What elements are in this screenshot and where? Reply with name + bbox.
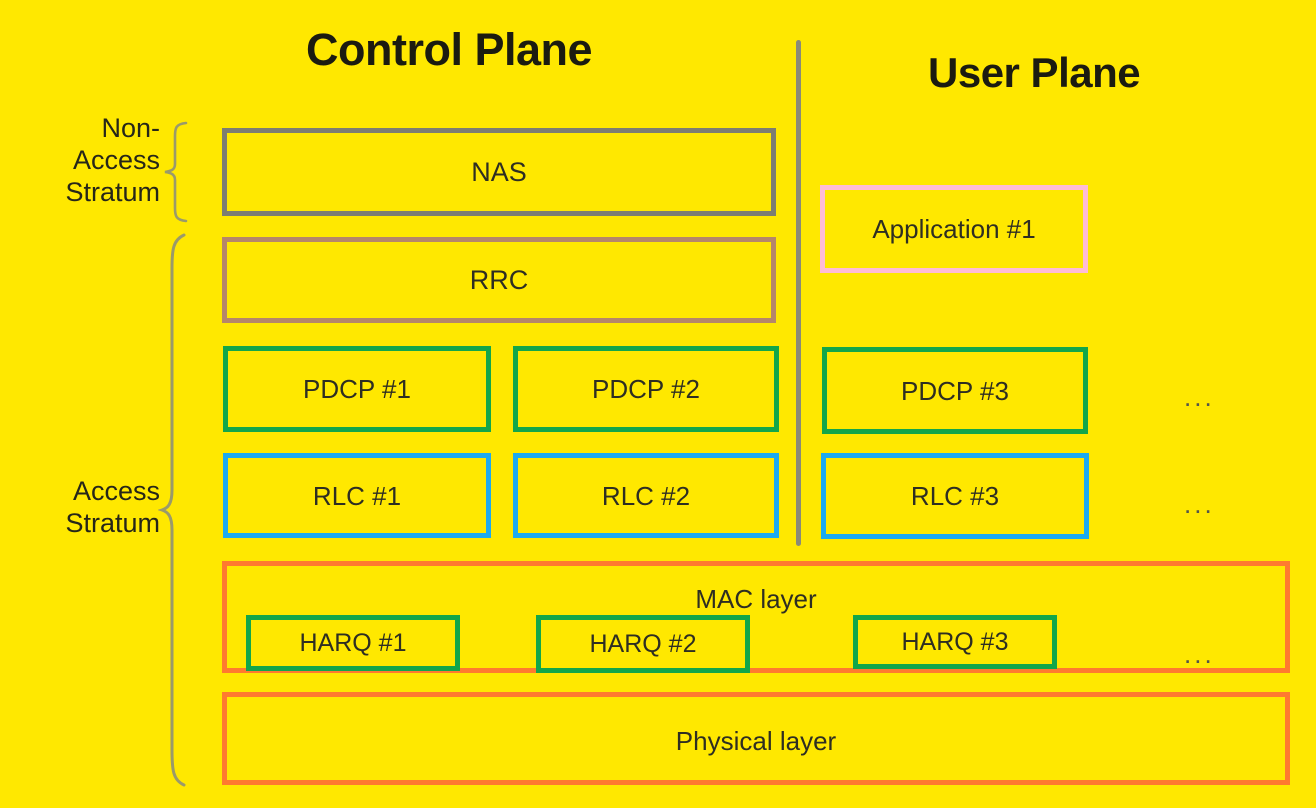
box-pdcp-1-label: PDCP #1: [303, 374, 411, 404]
box-pdcp-3[interactable]: PDCP #3: [822, 347, 1088, 434]
ellipsis-harq-row: ...: [1184, 639, 1215, 669]
box-harq-1-label: HARQ #1: [299, 628, 407, 657]
box-pdcp-2-label: PDCP #2: [592, 374, 700, 404]
control-plane-title: Control Plane: [306, 24, 593, 75]
ellipsis-rlc-row: ...: [1184, 489, 1215, 519]
access-stratum-brace: [158, 233, 186, 787]
non-access-stratum-brace: [164, 121, 188, 223]
box-application-1-label: Application #1: [872, 214, 1036, 244]
box-harq-2-label: HARQ #2: [589, 629, 697, 658]
user-plane-title: User Plane: [928, 49, 1141, 96]
box-rlc-1[interactable]: RLC #1: [223, 453, 491, 538]
box-nas-label: NAS: [471, 156, 527, 187]
box-rlc-3[interactable]: RLC #3: [821, 453, 1089, 539]
plane-divider: [796, 40, 801, 546]
box-physical-layer[interactable]: Physical layer: [222, 692, 1290, 785]
box-harq-3-label: HARQ #3: [901, 627, 1009, 656]
box-pdcp-2[interactable]: PDCP #2: [513, 346, 779, 432]
box-harq-2[interactable]: HARQ #2: [536, 615, 750, 673]
box-rrc-label: RRC: [469, 264, 529, 295]
box-physical-layer-label: Physical layer: [675, 726, 837, 756]
box-pdcp-1[interactable]: PDCP #1: [223, 346, 491, 432]
box-harq-1[interactable]: HARQ #1: [246, 615, 460, 671]
box-harq-3[interactable]: HARQ #3: [853, 615, 1057, 669]
box-rlc-3-label: RLC #3: [910, 481, 1000, 511]
box-rlc-2[interactable]: RLC #2: [513, 453, 779, 538]
non-access-stratum-label: Non- Access Stratum: [65, 113, 160, 207]
box-mac-layer-label: MAC layer: [695, 584, 817, 614]
box-pdcp-3-label: PDCP #3: [901, 375, 1009, 406]
box-nas[interactable]: NAS: [222, 128, 776, 216]
box-rlc-1-label: RLC #1: [312, 480, 402, 511]
box-rlc-2-label: RLC #2: [601, 480, 691, 511]
access-stratum-label: Access Stratum: [65, 476, 160, 538]
box-application-1[interactable]: Application #1: [820, 185, 1088, 273]
ellipsis-pdcp-row: ...: [1184, 382, 1215, 412]
box-rrc[interactable]: RRC: [222, 237, 776, 323]
